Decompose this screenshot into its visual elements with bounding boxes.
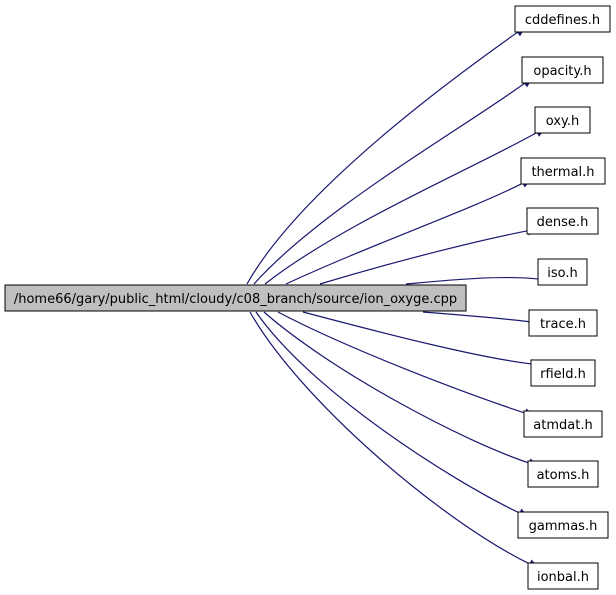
- header-node-box: [528, 309, 598, 337]
- header-node-label: thermal.h: [531, 165, 594, 180]
- header-node-label: atoms.h: [537, 468, 590, 483]
- header-node-label: iso.h: [547, 266, 577, 281]
- header-node-dense-h[interactable]: dense.h: [526, 207, 599, 235]
- include-edge-atmdat-h: [277, 311, 526, 414]
- include-edge-iso-h: [405, 276, 540, 285]
- header-node-label: trace.h: [540, 317, 586, 332]
- header-node-label: ionbal.h: [537, 570, 589, 585]
- header-node-label: cddefines.h: [525, 13, 600, 28]
- include-edge-ionbal-h: [249, 311, 531, 565]
- header-node-iso-h[interactable]: iso.h: [537, 258, 588, 286]
- source-file-label: /home66/gary/public_html/cloudy/c08_bran…: [14, 292, 457, 307]
- header-node-label: rfield.h: [540, 367, 586, 382]
- source-file-node[interactable]: /home66/gary/public_html/cloudy/c08_bran…: [4, 284, 467, 312]
- header-node-oxy-h[interactable]: oxy.h: [534, 106, 591, 134]
- header-node-label: opacity.h: [533, 64, 591, 79]
- header-node-box: [527, 562, 599, 590]
- include-edge-rfield-h: [302, 311, 533, 365]
- header-node-box: [521, 56, 604, 84]
- header-node-atoms-h[interactable]: atoms.h: [527, 460, 599, 488]
- header-node-box: [517, 511, 609, 539]
- header-node-label: atmdat.h: [533, 418, 592, 433]
- header-node-rfield-h[interactable]: rfield.h: [530, 359, 596, 387]
- header-node-atmdat-h[interactable]: atmdat.h: [523, 410, 603, 438]
- header-node-thermal-h[interactable]: thermal.h: [520, 157, 606, 185]
- include-edge-opacity-h: [253, 82, 526, 285]
- header-node-box: [523, 410, 603, 438]
- include-edge-dense-h: [319, 230, 529, 285]
- header-node-label: dense.h: [537, 215, 589, 230]
- header-node-box: [534, 106, 591, 134]
- include-edge-trace-h: [422, 311, 531, 323]
- include-edge-gammas-h: [255, 311, 521, 514]
- header-node-box: [526, 207, 599, 235]
- header-node-box: [520, 157, 606, 185]
- include-edge-atoms-h: [263, 311, 530, 464]
- header-node-box: [527, 460, 599, 488]
- header-node-cddefines-h[interactable]: cddefines.h: [514, 5, 611, 33]
- header-node-box: [537, 258, 588, 286]
- include-edge-thermal-h: [285, 182, 524, 285]
- header-node-label: oxy.h: [546, 114, 579, 129]
- header-node-ionbal-h[interactable]: ionbal.h: [527, 562, 599, 590]
- include-edge-cddefines-h: [246, 31, 518, 285]
- include-edge-oxy-h: [264, 131, 538, 285]
- header-node-opacity-h[interactable]: opacity.h: [521, 56, 604, 84]
- header-node-trace-h[interactable]: trace.h: [528, 309, 598, 337]
- header-node-box: [514, 5, 611, 33]
- header-node-box: [530, 359, 596, 387]
- header-node-label: gammas.h: [529, 519, 598, 534]
- header-nodes: cddefines.h opacity.h oxy.h thermal.h dense.…: [514, 5, 611, 590]
- header-node-gammas-h[interactable]: gammas.h: [517, 511, 609, 539]
